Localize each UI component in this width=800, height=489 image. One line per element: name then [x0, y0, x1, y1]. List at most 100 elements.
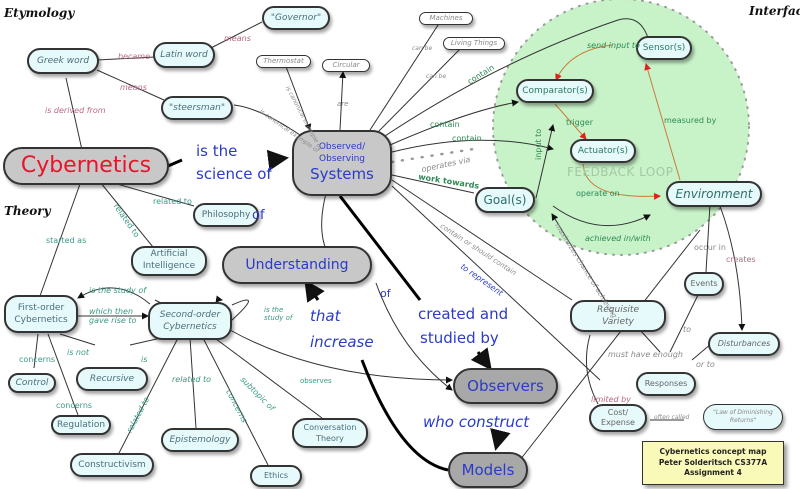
phrase-is-the: is the: [196, 142, 238, 160]
node-observers[interactable]: Observers: [453, 368, 558, 404]
edge-label-self-line2: study of: [264, 314, 293, 322]
node-responses[interactable]: Responses: [636, 372, 696, 396]
edge-label-concerns-control: concerns: [19, 355, 56, 364]
node-artificial-intelligence[interactable]: Artificial Intelligence: [131, 246, 207, 276]
node-greek-word[interactable]: Greek word: [27, 48, 99, 74]
edge-label-is-the-study-of: is the study of: [89, 286, 147, 295]
node-constructivism-label: Constructivism: [78, 459, 146, 470]
node-regulation-label: Regulation: [56, 419, 106, 430]
node-thermostat[interactable]: Thermostat: [256, 55, 311, 68]
node-sensors[interactable]: Sensor(s): [636, 36, 692, 60]
node-understanding[interactable]: Understanding: [222, 246, 372, 284]
node-ethics-label: Ethics: [263, 470, 289, 480]
phrase-who-construct: who construct: [423, 413, 530, 431]
node-governor-label: "Governor": [270, 12, 322, 23]
node-regulation[interactable]: Regulation: [51, 415, 111, 435]
edge-label-which-then-line2: gave rise to: [89, 316, 137, 325]
node-living-things[interactable]: Living Things: [443, 37, 505, 50]
node-systems-line3: Systems: [310, 164, 374, 183]
phrase-that-increase: that increase: [310, 304, 374, 355]
edge-label-became: became: [118, 52, 151, 61]
node-observers-label: Observers: [467, 376, 544, 395]
edge-label-concerns-regulation: concerns: [56, 401, 93, 410]
edge-label-is-the-study-of-self: is the study of: [264, 306, 292, 322]
phrase-of-observers: of: [380, 287, 391, 300]
edge-label-can-be-machines: can be: [412, 45, 433, 52]
node-events-label: Events: [690, 278, 718, 288]
node-sensors-label: Sensor(s): [642, 42, 686, 53]
node-requisite-line1: Requisite: [597, 304, 639, 315]
edge-label-is-not: is not: [67, 348, 90, 357]
phrase-created-and: created and: [418, 305, 509, 323]
node-cybernetics[interactable]: Cybernetics: [3, 147, 169, 185]
node-law-line2: Returns": [729, 417, 757, 424]
node-epistemology[interactable]: Epistemology: [161, 428, 239, 452]
node-philosophy[interactable]: Philosophy: [193, 203, 259, 227]
node-understanding-label: Understanding: [245, 256, 349, 273]
feedback-loop-area: [492, 0, 750, 256]
node-systems[interactable]: Observed/ Observing Systems: [292, 130, 392, 196]
edge-label-must-have-enough: must have enough: [608, 350, 683, 359]
node-events[interactable]: Events: [684, 272, 724, 296]
node-living-things-label: Living Things: [450, 38, 498, 47]
node-conversation-theory[interactable]: Conversation Theory: [292, 418, 368, 448]
edge-label-can-be-living: can be: [426, 73, 447, 80]
node-thermostat-label: Thermostat: [263, 56, 304, 65]
node-first-order-line1: First-order: [17, 302, 65, 313]
edge-label-limited-by: limited by: [591, 395, 631, 404]
node-systems-line2: Observing: [319, 153, 365, 164]
node-circular-label: Circular: [332, 60, 360, 69]
phrase-studied-by: studied by: [420, 329, 499, 347]
node-constructivism[interactable]: Constructivism: [70, 453, 154, 477]
node-recursive[interactable]: Recursive: [76, 367, 148, 391]
node-cost-line1: Cost/: [607, 407, 629, 417]
node-comparators[interactable]: Comparator(s): [516, 79, 594, 103]
node-requisite-line2: Variety: [602, 317, 634, 327]
node-cybernetics-label: Cybernetics: [20, 153, 152, 179]
node-conversation-line2: Theory: [316, 434, 344, 443]
node-conversation-line1: Conversation: [303, 422, 357, 432]
node-governor[interactable]: "Governor": [262, 6, 330, 30]
phrase-is-the-science-of: is the science of: [196, 140, 272, 187]
edge-label-contain-actuators: contain: [452, 134, 482, 143]
node-first-order-line2: Cybernetics: [14, 315, 68, 325]
edge-label-self-line1: is the: [264, 306, 284, 314]
edge-label-input-to: input to: [534, 128, 543, 160]
edge-label-means-governor: means: [224, 34, 251, 43]
edge-label-to: to: [683, 325, 692, 334]
edge-label-means-steersman: means: [120, 83, 147, 92]
node-environment[interactable]: Environment: [666, 181, 762, 207]
node-control[interactable]: Control: [8, 373, 56, 393]
node-goals-label: Goal(s): [483, 192, 527, 207]
node-machines[interactable]: Machines: [419, 12, 473, 25]
node-epistemology-label: Epistemology: [169, 434, 231, 445]
node-cost-expense[interactable]: Cost/ Expense: [589, 404, 647, 432]
node-goals[interactable]: Goal(s): [475, 187, 535, 213]
edge-label-which-then: which then gave rise to: [89, 307, 136, 325]
edge-label-observes: observes: [300, 377, 332, 385]
edge-label-measured-by: measured by: [664, 116, 717, 125]
node-control-label: Control: [15, 377, 49, 388]
node-ethics[interactable]: Ethics: [250, 465, 302, 487]
node-law-diminishing-returns[interactable]: "Law of Diminishing Returns": [703, 404, 783, 430]
node-first-order[interactable]: First-order Cybernetics: [4, 295, 78, 333]
node-disturbances-label: Disturbances: [717, 338, 771, 348]
node-steersman[interactable]: "steersman": [161, 96, 233, 120]
phrase-created-and-studied-by: created and studied by: [418, 302, 508, 350]
node-requisite-variety[interactable]: Requisite Variety: [570, 300, 666, 332]
node-actuators[interactable]: Actuator(s): [570, 139, 636, 163]
edge-label-creates: creates: [726, 255, 756, 264]
edge-label-often-called: often called: [654, 414, 690, 421]
node-philosophy-label: Philosophy: [201, 209, 251, 220]
credit-assignment: Assignment 4: [684, 468, 742, 478]
node-circular[interactable]: Circular: [322, 59, 370, 72]
node-disturbances[interactable]: Disturbances: [708, 332, 780, 356]
edge-label-is-derived-from: is derived from: [45, 106, 106, 115]
edge-label-or-to: or to: [696, 360, 715, 369]
node-second-order-line2: Cybernetics: [163, 322, 217, 332]
node-second-order[interactable]: Second-order Cybernetics: [148, 302, 232, 340]
node-comparators-label: Comparator(s): [522, 85, 588, 96]
node-cost-line2: Expense: [601, 418, 635, 427]
node-latin-word[interactable]: Latin word: [153, 42, 215, 68]
node-models[interactable]: Models: [448, 452, 528, 488]
